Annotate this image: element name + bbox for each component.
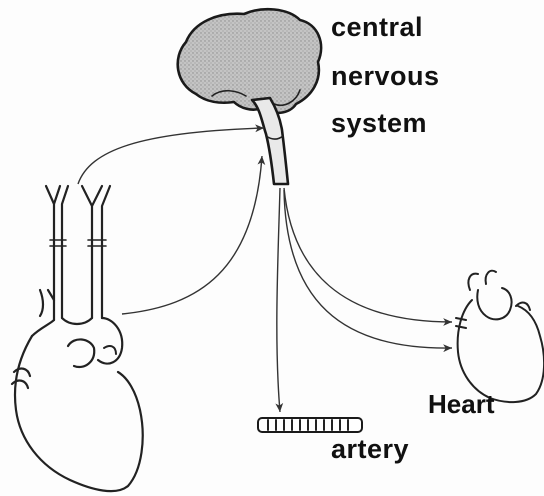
arrow-heart-to-cns [122,156,262,314]
arrow-cns-to-heart-1 [284,188,452,322]
arrow-cns-to-heart-2 [284,190,452,348]
brain-illustration [178,9,321,113]
cns-label-line-2: nervous [331,63,440,90]
right-heart-illustration [456,271,544,402]
artery-label: artery [331,436,409,463]
cns-label-line-1: central [331,14,423,41]
cns-label-line-3: system [331,110,427,137]
left-heart-illustration [12,186,143,491]
heart-label: Heart [428,391,494,417]
arrow-carotid-to-cns [78,128,264,184]
artery-illustration [258,418,362,432]
arrow-cns-to-artery [277,188,280,412]
